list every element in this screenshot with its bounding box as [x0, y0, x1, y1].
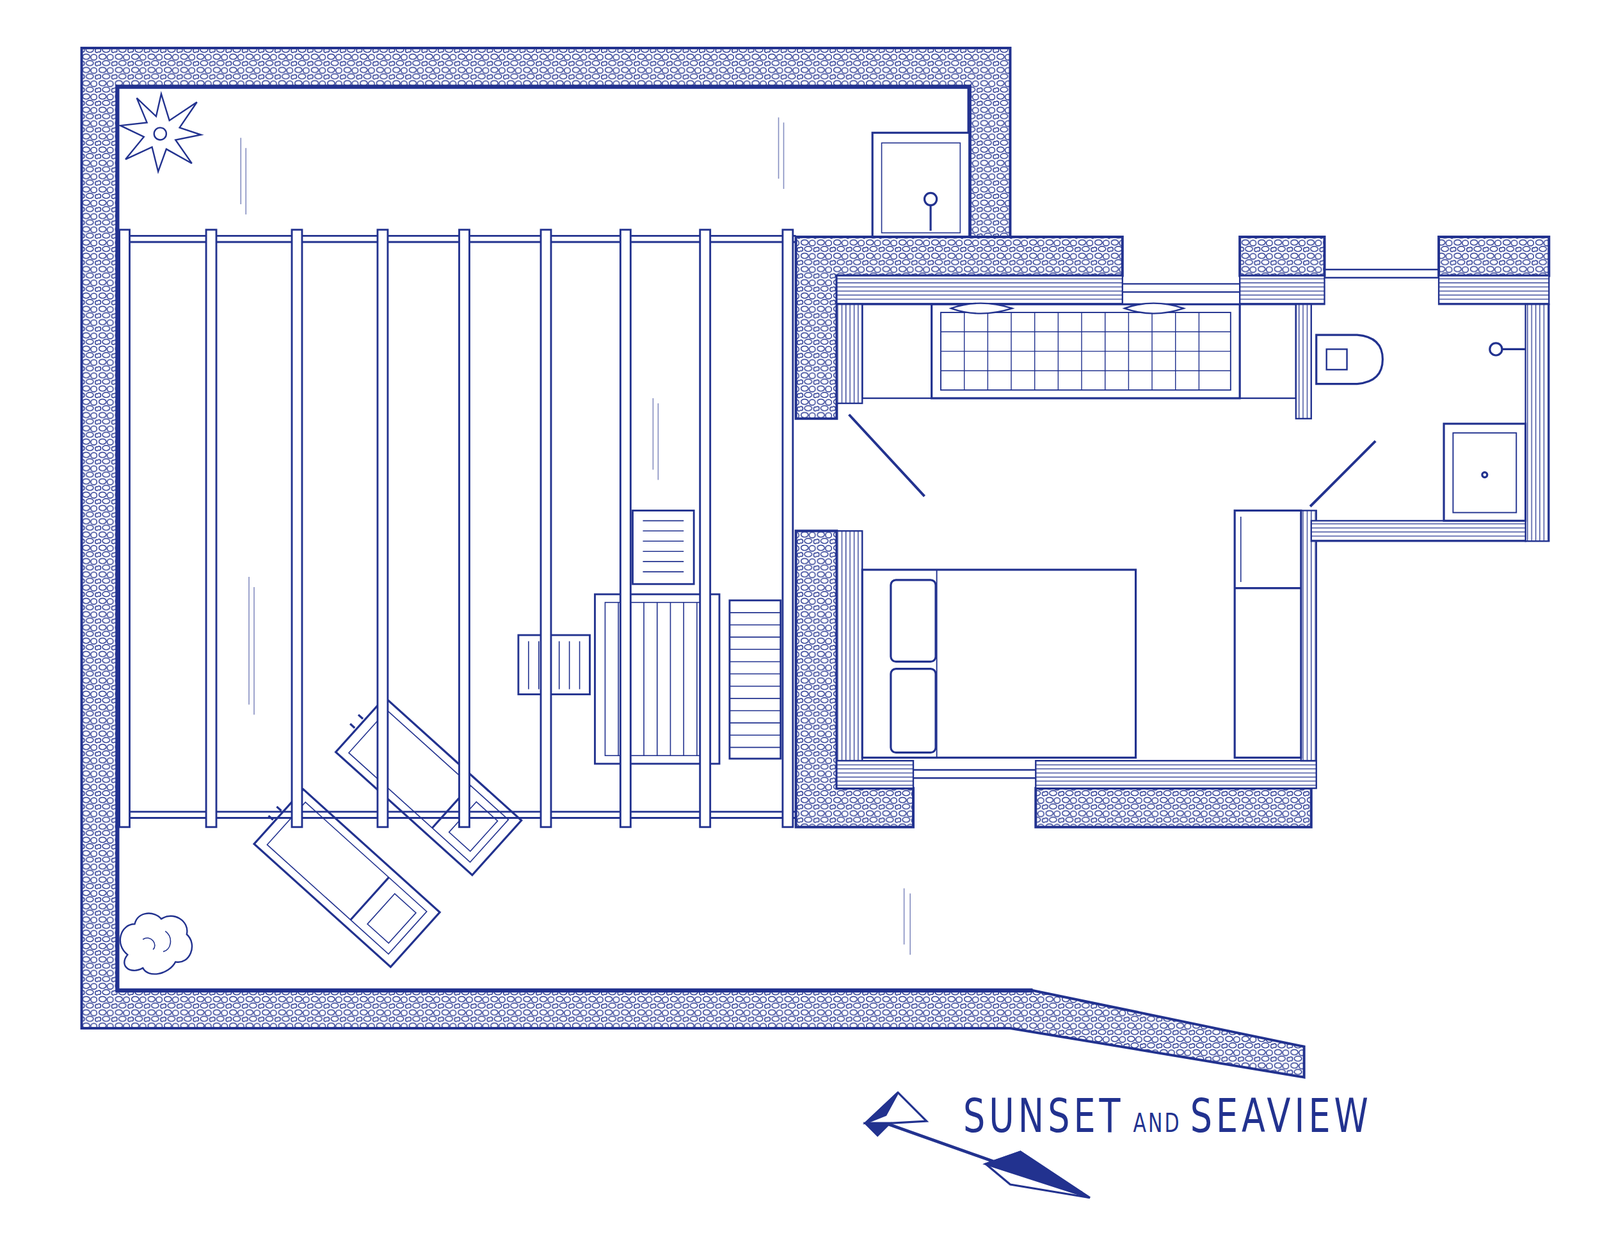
bush	[120, 913, 192, 975]
logo-text: SUNSET	[963, 1088, 1125, 1143]
logo-text: SEAVIEW	[1190, 1088, 1373, 1143]
outdoor-furniture	[518, 510, 781, 764]
logo-text: AND	[1133, 1107, 1182, 1138]
wardrobe	[1234, 510, 1302, 758]
bathroom-fixtures	[1316, 334, 1526, 521]
bed	[862, 569, 1136, 758]
house-walls	[796, 236, 1550, 827]
terrace-wall	[81, 48, 1305, 1078]
bench	[862, 303, 1296, 399]
logo: SUNSET AND SEAVIEW	[963, 1088, 1373, 1143]
plant	[120, 94, 201, 172]
doors	[849, 414, 1376, 507]
outdoor-shower	[872, 132, 969, 240]
pergola	[117, 229, 796, 827]
